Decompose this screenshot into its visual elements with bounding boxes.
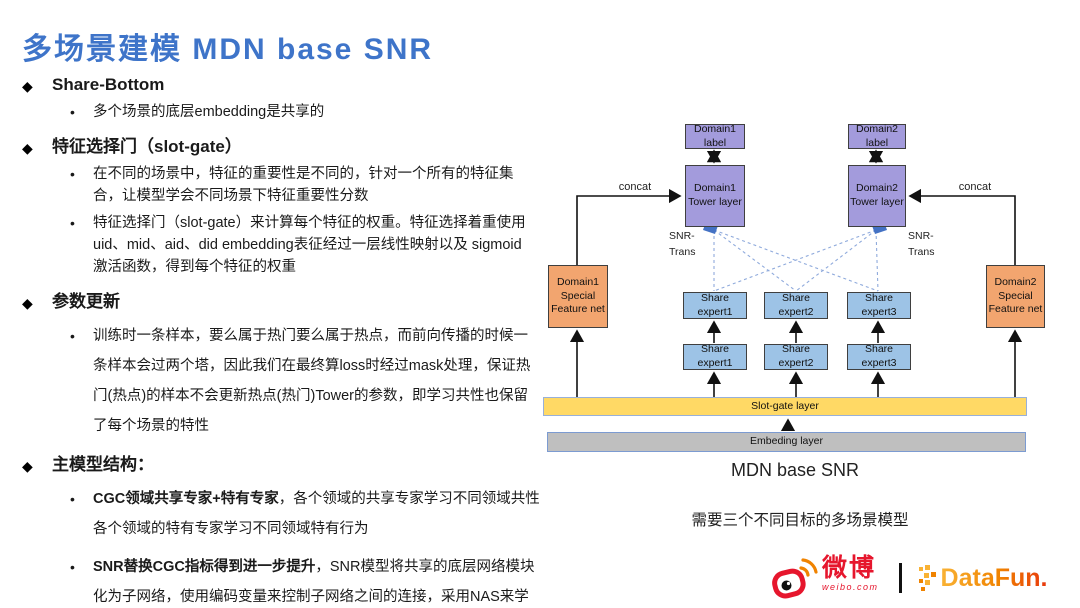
heading-text: 参数更新 [52,292,120,311]
weibo-cn-text: 微博 [822,554,877,582]
domain2-special-feature-box: Domain2 Special Feature net [986,265,1045,328]
diamond-bullet-icon: ◆ [22,78,33,94]
list-item: • 特征选择门（slot-gate）来计算每个特征的权重。特征选择着重使用uid、… [22,212,540,278]
bullet-text: 多个场景的底层embedding是共享的 [93,104,325,120]
concat-label-left: concat [618,181,652,193]
heading-text: 主模型结构： [52,455,154,474]
weibo-logo: 微博 weibo.com [772,555,879,601]
domain2-label-box: Domain2 label [848,123,906,149]
list-item: • CGC领域共享专家+特有专家，各个领域的共享专家学习不同领域共性各个领域的特有… [22,484,540,544]
logo-separator [898,563,902,593]
share-expert3-bottom-box: Share expert3 [847,343,911,370]
weibo-eye-icon [772,558,818,599]
slot-gate-layer-bar: Slot-gate layer [543,397,1027,416]
share-expert1-top-box: Share expert1 [683,292,747,319]
embedding-layer-bar: Embeding layer [547,432,1026,452]
share-expert1-bottom-box: Share expert1 [683,343,747,370]
diamond-bullet-icon: ◆ [22,458,33,474]
bullet-text: 在不同的场景中，特征的重要性是不同的，针对一个所有的特征集合，让模型学会不同场景… [93,166,514,204]
diagram-caption: MDN base SNR [730,460,860,480]
bullet-dot-icon: • [70,215,75,231]
bullet-bold: SNR替换CGC指标得到进一步提升 [93,559,316,575]
domain1-label-box: Domain1 label [685,123,745,149]
list-item: • 在不同的场景中，特征的重要性是不同的，针对一个所有的特征集合，让模型学会不同场… [22,163,540,207]
share-expert3-top-box: Share expert3 [847,292,911,319]
heading-text: Share-Bottom [52,75,165,94]
bullet-dot-icon: • [70,491,75,507]
bullet-dot-icon: • [70,166,75,182]
domain1-special-feature-box: Domain1 Special Feature net [548,265,608,328]
diagram-note: 需要三个不同目标的多场景模型 [691,512,909,529]
section-heading-param-update: ◆ 参数更新 [22,291,540,313]
bullet-text: ，各个领域的共享专家学习不同领域共性各个领域的特有专家学习不同领域特有行为 [93,491,540,537]
weibo-wordmark: 微博 weibo.com [822,555,879,592]
list-item: • SNR替换CGC指标得到进一步提升，SNR模型将共享的底层网络模块化为子网络，… [22,552,540,608]
bullet-text: 特征选择门（slot-gate）来计算每个特征的权重。特征选择着重使用uid、m… [93,215,526,275]
list-item: • 多个场景的底层embedding是共享的 [22,101,540,123]
share-expert2-top-box: Share expert2 [764,292,828,319]
snr-trans-label-left: SNR- Trans [669,230,696,258]
datafun-logo: DataFun. [918,563,1048,593]
snr-trans-label-right: SNR- Trans [908,230,935,258]
section-heading-main-structure: ◆ 主模型结构： [22,454,540,476]
concat-label-right: concat [958,181,992,193]
bullet-bold: CGC领域共享专家+特有专家 [93,491,279,507]
heading-text: 特征选择门（slot-gate） [52,137,242,156]
bullet-text: ，SNR模型将共享的底层网络模块化为子网络，使用编码变量来控制子网络之间的连接，… [93,559,535,605]
bullet-text: 训练时一条样本，要么属于热门要么属于热点，而前向传播的时候一条样本会过两个塔，因… [93,328,531,434]
diamond-bullet-icon: ◆ [22,295,33,311]
datafun-pixel-icon [918,565,936,591]
weibo-domain-text: weibo.com [822,582,879,592]
architecture-diagram: Domain1 label Domain2 label Domain1 Towe… [540,108,1080,538]
domain2-tower-box: Domain2 Tower layer [848,165,906,227]
bullet-dot-icon: • [70,328,75,344]
bullet-dot-icon: • [70,104,75,120]
footer-logos: 微博 weibo.com DataFun. [772,552,1072,604]
section-heading-share-bottom: ◆ Share-Bottom [22,74,540,96]
bullet-content: ◆ Share-Bottom • 多个场景的底层embedding是共享的 ◆ 特征选… [22,74,540,608]
datafun-wordmark-text: DataFun. [940,563,1048,592]
bullet-dot-icon: • [70,559,75,575]
share-expert2-bottom-box: Share expert2 [764,343,828,370]
page-title: 多场景建模 MDN base SNR [22,33,434,66]
diamond-bullet-icon: ◆ [22,140,33,156]
domain1-tower-box: Domain1 Tower layer [685,165,745,227]
list-item: • 训练时一条样本，要么属于热门要么属于热点，而前向传播的时候一条样本会过两个塔，… [22,321,540,441]
section-heading-slot-gate: ◆ 特征选择门（slot-gate） [22,136,540,158]
